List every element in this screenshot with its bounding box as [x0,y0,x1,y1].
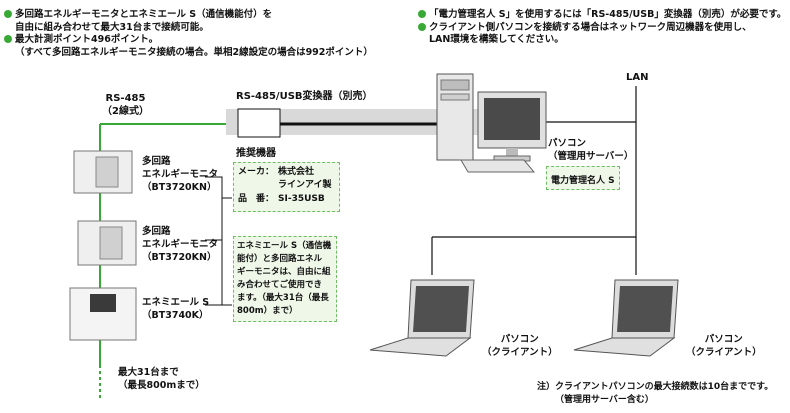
combo-note-line: ギーモニタは、自由に組 [237,267,331,277]
device-label-line: エネルギーモニタ [142,239,219,250]
device-label-line: （BT3720KN） [142,252,217,263]
requirement-line-1: 「電力管理名人 S」を使用するには「RS-485/USB」変換器（別売）が必要で… [429,9,787,20]
server-monitor-icon [477,91,547,162]
top-left-description: 多回路エネルギーモニタとエネミエール S（通信機能付）を 自由に組み合わせて最大… [4,9,373,59]
server-keyboard-icon [460,159,536,173]
maker-value-2: ラインアイ製 [278,180,332,190]
footnote-line-1: 注）クライアントパソコンの最大接続数は10台までです。 [537,382,774,392]
description-line-4: （すべて多回路エネルギーモニタ接続の場合。単相2線設定の場合は992ポイント） [15,46,373,58]
usb-converter-box [237,108,281,138]
combo-note-line: 800m）まで） [237,306,298,316]
bullet-icon [4,35,12,43]
max-units-line: （最長800mまで） [118,380,205,391]
server-tower-icon [436,73,474,161]
device-label-line: 多回路 [142,156,171,167]
bullet-icon [418,22,426,31]
rs485-label: RS-485 （2線式） [102,92,149,118]
description-line-2: 自由に組み合わせて最大31台まで接続可能。 [15,21,209,33]
device-label-1: 多回路 エネルギーモニタ （BT3720KN） [142,155,218,194]
device-label-line: エネミエール S [142,297,210,308]
device-bracket-1 [205,176,232,199]
client-label-line: （クライアント） [686,347,762,358]
device-label-2: 多回路 エネルギーモニタ （BT3720KN） [142,225,218,264]
device-label-line: 多回路 [142,226,171,237]
device-label-line: （BT3720KN） [142,182,217,193]
maker-key: メーカ： [238,167,275,177]
software-tag: 電力管理名人 S [546,166,620,190]
device-label-line: （BT3740K） [142,310,209,321]
recommended-title: 推奨機器 [236,148,276,159]
server-label-line: （管理用サーバー） [548,151,634,162]
server-label: パソコン （管理用サーバー） [548,137,633,163]
client-label-line: パソコン [500,334,539,345]
combo-note-line: 能付）と多回路エネル [237,254,323,264]
converter-label: RS-485/USB変換器（別売） [236,91,373,102]
client-label-line: （クライアント） [482,347,558,358]
rs485-label-line-2: （2線式） [102,106,149,117]
maker-value-1: 株式会社 [278,167,315,177]
energy-monitor-device-1 [73,150,133,194]
recommended-box: メーカ： 株式会社 ラインアイ製 品 番： SI-35USB [233,162,340,212]
combo-note-line: み合わせてご使用でき [237,280,323,290]
energy-monitor-device-2 [77,220,137,266]
model-value: SI-35USB [278,194,325,204]
enemiel-device [69,287,137,341]
bullet-icon [418,10,426,18]
combo-note-line: ます。（最大31台（最長 [237,293,329,303]
combo-note-box: エネミエール S（通信機 能付）と多回路エネル ギーモニタは、自由に組 み合わせ… [233,236,337,322]
software-name: 電力管理名人 S [551,176,615,186]
description-line-3: 最大計測ポイント496ポイント。 [15,34,159,45]
client-laptop-icon-1 [369,279,475,357]
max-units-line: 最大31台まで [118,367,179,378]
lan-label: LAN [626,72,649,83]
device-label-line: エネルギーモニタ [142,169,219,180]
client-label-2: パソコン （クライアント） [686,333,762,359]
footnote-line-2: （管理用サーバー含む） [555,395,654,405]
server-label-line: パソコン [548,138,587,149]
model-key: 品 番： [238,194,275,204]
max-units-label: 最大31台まで （最長800mまで） [118,366,205,392]
requirement-line-2: クライアント側パソコンを接続する場合はネットワーク周辺機器を使用し、 [429,21,752,33]
top-right-description: 「電力管理名人 S」を使用するには「RS-485/USB」変換器（別売）が必要で… [418,9,786,47]
client-laptop-icon-2 [573,279,679,357]
footnote: 注）クライアントパソコンの最大接続数は10台までです。 （管理用サーバー含む） [537,381,773,407]
requirement-line-3: LAN環境を構築してください。 [429,34,564,45]
rs485-label-line-1: RS-485 [105,93,146,104]
client-label-1: パソコン （クライアント） [482,333,558,359]
combo-note-line: エネミエール S（通信機 [237,241,332,251]
client-label-line: パソコン [704,334,743,345]
device-label-3: エネミエール S （BT3740K） [142,296,209,322]
bullet-icon [4,10,12,18]
description-line-1: 多回路エネルギーモニタとエネミエール S（通信機能付）を [15,9,273,20]
